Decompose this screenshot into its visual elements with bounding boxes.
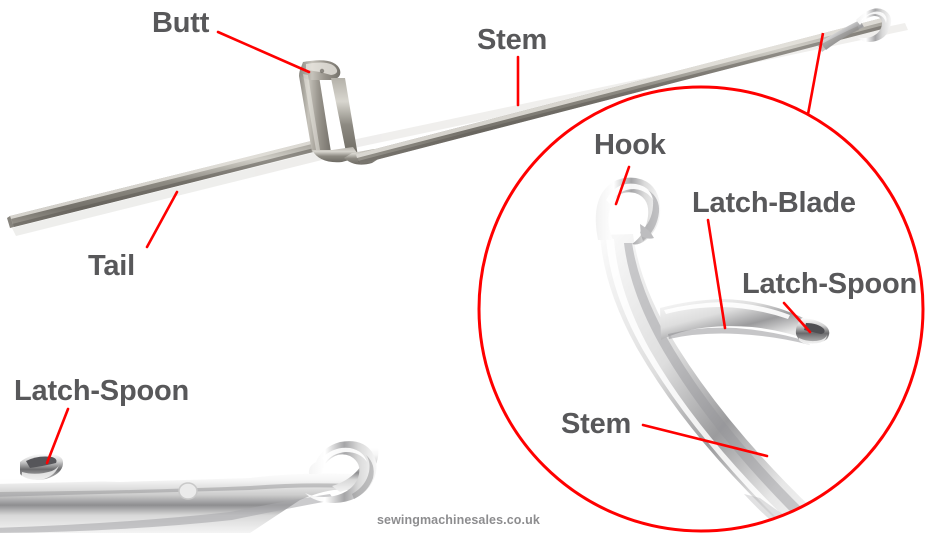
callout-circle — [477, 85, 925, 533]
magnified-needle-detail — [479, 87, 923, 531]
label-latch-blade: Latch-Blade — [692, 187, 856, 219]
leader-line-latch-spoon-left — [45, 407, 70, 465]
magnified-latch-blade — [660, 299, 820, 345]
label-latch-spoon-left: Latch-Spoon — [14, 375, 190, 407]
leader-line-butt — [216, 30, 311, 74]
leader-line-hook — [614, 165, 631, 206]
hook-closeup — [305, 441, 377, 503]
leader-line-tail — [145, 190, 179, 249]
magnified-hook — [595, 177, 661, 245]
label-latch-spoon-right: Latch-Spoon — [742, 268, 918, 300]
rivet-hole — [178, 482, 198, 500]
latch-needle-full-object — [7, 8, 908, 236]
label-hook: Hook — [594, 129, 666, 161]
label-tail: Tail — [88, 250, 136, 282]
label-butt: Butt — [152, 7, 210, 39]
label-stem-top: Stem — [477, 24, 548, 56]
latch-needle-closeup-bottom-object — [0, 441, 379, 533]
leader-line-stem-circle — [641, 423, 769, 458]
leader-line-magnifier — [804, 32, 825, 126]
needle-hook-tip — [856, 8, 892, 42]
needle-latch-open — [818, 20, 864, 52]
label-stem-circle: Stem — [561, 408, 632, 440]
leader-lines-group — [45, 30, 812, 465]
leader-line-latch-spoon-right — [782, 301, 812, 334]
magnified-stem — [600, 234, 838, 531]
leader-line-latch-blade — [706, 218, 727, 330]
watermark-text: sewingmachinesales.co.uk — [377, 513, 540, 527]
latch-spoon-closeup — [20, 453, 64, 480]
